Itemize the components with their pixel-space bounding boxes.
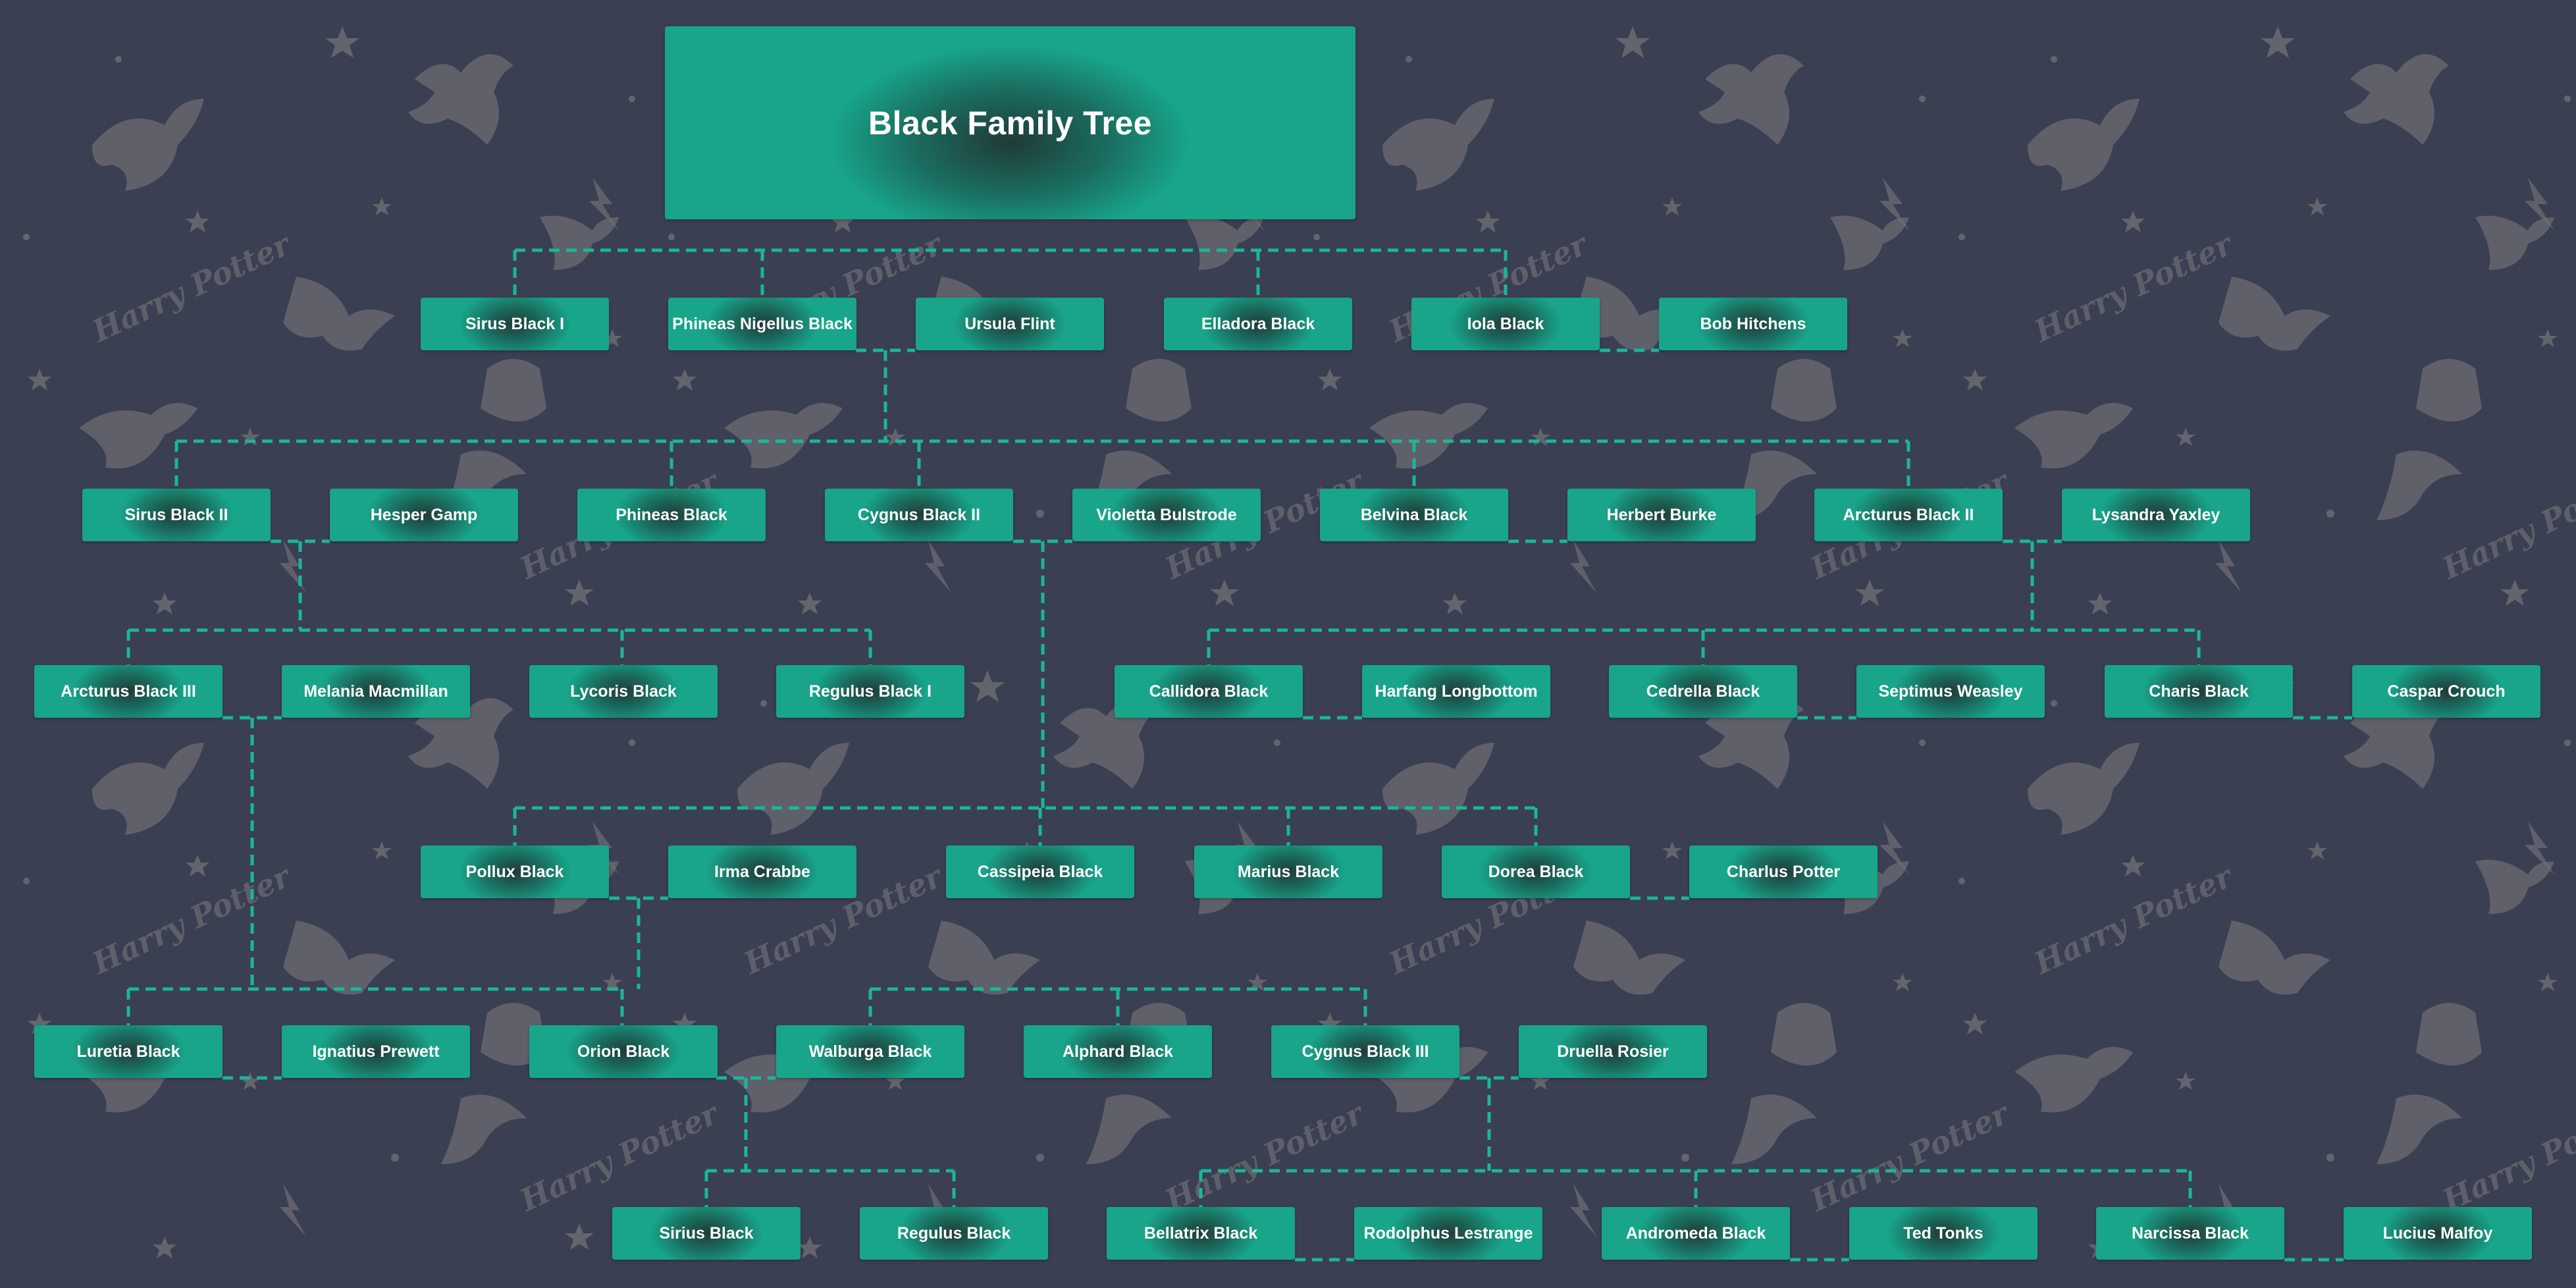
member-node-luretia-black[interactable]: Luretia Black [34,1025,223,1078]
member-node-violetta-bulstrode[interactable]: Violetta Bulstrode [1072,489,1261,541]
member-node-andromeda-black[interactable]: Andromeda Black [1602,1207,1790,1260]
member-node-dorea-black[interactable]: Dorea Black [1442,845,1630,898]
member-node-elladora-black[interactable]: Elladora Black [1164,298,1352,350]
member-node-cedrella-black[interactable]: Cedrella Black [1609,665,1797,718]
member-node-charis-black[interactable]: Charis Black [2105,665,2293,718]
member-node-cygnus-black-ii[interactable]: Cygnus Black II [825,489,1013,541]
member-node-iola-black[interactable]: Iola Black [1411,298,1600,350]
member-node-herbert-burke[interactable]: Herbert Burke [1567,489,1756,541]
member-node-belvina-black[interactable]: Belvina Black [1320,489,1508,541]
member-node-irma-crabbe[interactable]: Irma Crabbe [668,845,856,898]
member-node-arcturus-black-iii[interactable]: Arcturus Black III [34,665,223,718]
page-title: Black Family Tree [868,104,1152,142]
member-node-phineas-black[interactable]: Phineas Black [577,489,766,541]
member-node-bellatrix-black[interactable]: Bellatrix Black [1107,1207,1295,1260]
member-node-ursula-flint[interactable]: Ursula Flint [916,298,1104,350]
member-node-ignatius-prewett[interactable]: Ignatius Prewett [282,1025,470,1078]
member-node-narcissa-black[interactable]: Narcissa Black [2096,1207,2284,1260]
member-node-sirius-black[interactable]: Sirius Black [612,1207,801,1260]
member-node-callidora-black[interactable]: Callidora Black [1115,665,1303,718]
member-node-marius-black[interactable]: Marius Black [1194,845,1382,898]
title-banner: Black Family Tree [665,26,1355,219]
member-node-walburga-black[interactable]: Walburga Black [776,1025,964,1078]
member-node-lucius-malfoy[interactable]: Lucius Malfoy [2344,1207,2532,1260]
member-node-phineas-nigellus-black[interactable]: Phineas Nigellus Black [668,298,856,350]
member-node-bob-hitchens[interactable]: Bob Hitchens [1659,298,1847,350]
member-node-septimus-weasley[interactable]: Septimus Weasley [1856,665,2045,718]
member-node-regulus-black-i[interactable]: Regulus Black I [776,665,964,718]
member-node-pollux-black[interactable]: Pollux Black [421,845,609,898]
member-node-regulus-black[interactable]: Regulus Black [860,1207,1048,1260]
member-node-hesper-gamp[interactable]: Hesper Gamp [330,489,518,541]
member-node-arcturus-black-ii[interactable]: Arcturus Black II [1814,489,2003,541]
member-node-cygnus-black-iii[interactable]: Cygnus Black III [1271,1025,1459,1078]
member-node-druella-rosier[interactable]: Druella Rosier [1519,1025,1707,1078]
member-node-cassipeia-black[interactable]: Cassipeia Black [946,845,1134,898]
member-node-lycoris-black[interactable]: Lycoris Black [529,665,718,718]
member-node-orion-black[interactable]: Orion Black [529,1025,718,1078]
member-node-alphard-black[interactable]: Alphard Black [1024,1025,1212,1078]
member-node-rodolphus-lestrange[interactable]: Rodolphus Lestrange [1354,1207,1542,1260]
member-node-sirus-black-i[interactable]: Sirus Black I [421,298,609,350]
member-node-charlus-potter[interactable]: Charlus Potter [1689,845,1878,898]
member-node-ted-tonks[interactable]: Ted Tonks [1849,1207,2037,1260]
member-node-harfang-longbottom[interactable]: Harfang Longbottom [1362,665,1550,718]
member-node-sirus-black-ii[interactable]: Sirus Black II [82,489,271,541]
member-node-lysandra-yaxley[interactable]: Lysandra Yaxley [2062,489,2250,541]
member-node-melania-macmillan[interactable]: Melania Macmillan [282,665,470,718]
member-node-caspar-crouch[interactable]: Caspar Crouch [2352,665,2540,718]
